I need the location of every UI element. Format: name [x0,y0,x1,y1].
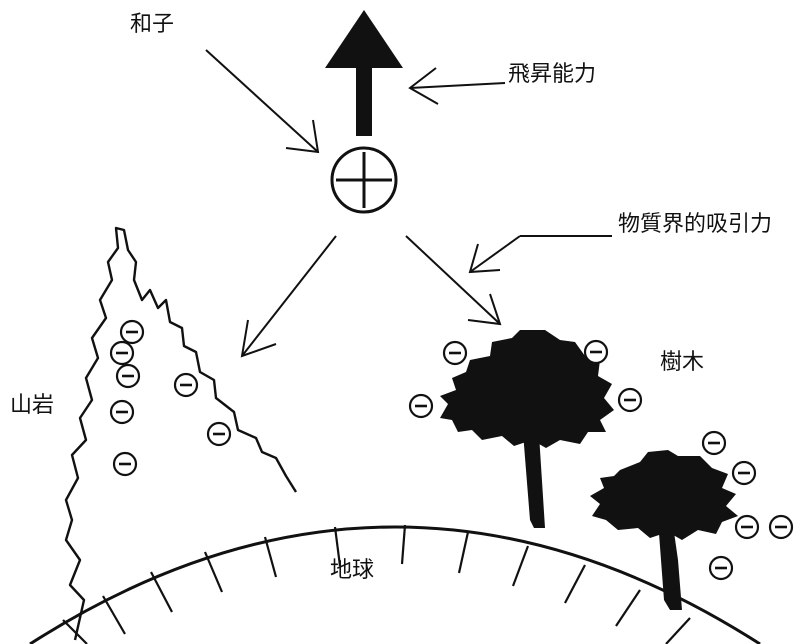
rock-mountain [64,226,298,641]
minus-circle-icon [701,430,727,456]
minus-circle-icon [708,555,734,581]
arrow-charge-to-rock [241,235,337,357]
label-lift: 飛昇能力 [508,62,597,87]
minus-circle-icon [731,460,757,486]
thick-up-arrow-icon [325,10,403,136]
arrow-wako-to-charge [205,49,319,153]
large-tree [440,330,614,528]
minus-circle-icon [768,514,794,540]
minus-circle-icon [442,340,468,366]
arrows [205,49,612,358]
small-tree [590,450,738,610]
label-wako: 和子 [130,12,175,37]
minus-circle-icon [583,339,609,365]
label-material: 物質界的吸引力 [618,212,773,237]
minus-circle-icon [109,399,135,425]
arrow-charge-to-tree [405,235,501,325]
minus-circle-icon [112,451,138,477]
minus-circle-icon [109,340,135,366]
minus-circle-icon [734,514,760,540]
plus-circle-icon [330,146,398,214]
minus-circle-icon [617,387,643,413]
minus-circle-icon [206,421,232,447]
minus-circle-icon [119,319,145,345]
label-earth: 地球 [330,558,375,583]
arrow-lift-label [409,82,506,89]
earth-arc [29,524,761,644]
label-tree: 樹木 [660,350,705,375]
minus-circle-icon [408,393,434,419]
minus-circle-icon [115,363,141,389]
label-rock: 山岩 [10,393,55,418]
minus-circle-icon [173,372,199,398]
rock-charges [109,319,232,477]
